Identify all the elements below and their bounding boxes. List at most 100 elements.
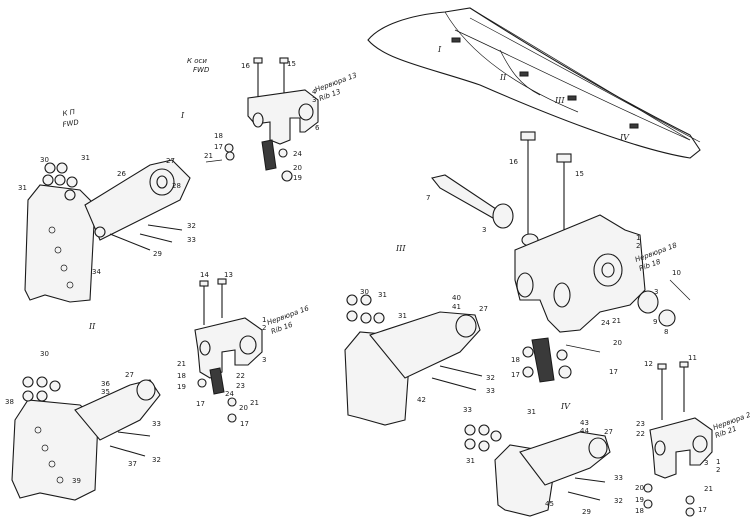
- callout: 26: [117, 170, 126, 178]
- callout: 15: [287, 60, 296, 68]
- callout: 35: [101, 388, 110, 396]
- callout: 44: [580, 427, 589, 435]
- callout: 1: [716, 458, 720, 466]
- callout: 2: [262, 324, 266, 332]
- wing-outline: [367, 7, 701, 159]
- callout: 6: [315, 124, 320, 132]
- callout: 32: [486, 374, 495, 382]
- callout: 42: [417, 396, 426, 404]
- callout: 3: [704, 459, 708, 467]
- callout: 45: [545, 500, 554, 508]
- callout: 31: [527, 408, 536, 416]
- callout: 14: [200, 271, 209, 279]
- callout: 20: [635, 484, 644, 492]
- callout: 33: [463, 406, 472, 414]
- callout: 17: [214, 143, 223, 151]
- rib16-hinge: [194, 278, 263, 423]
- callout: 20: [613, 339, 622, 347]
- callout: 31: [18, 184, 27, 192]
- fwd-caption-ru: К оси: [187, 57, 207, 65]
- callout: 21: [612, 317, 621, 325]
- callout: 7: [426, 194, 430, 202]
- callout: 39: [72, 477, 81, 485]
- callout: 31: [81, 154, 90, 162]
- callout: 17: [511, 371, 520, 379]
- callout: 16: [509, 158, 518, 166]
- callout: 19: [177, 383, 186, 391]
- callout: 16: [241, 62, 250, 70]
- callout: 3: [262, 356, 266, 364]
- callout: 32: [152, 456, 161, 464]
- callout: 40: [452, 294, 461, 302]
- view-i-hinge: [205, 57, 319, 182]
- callout: 43: [580, 419, 589, 427]
- rib21-hinge: [643, 361, 713, 517]
- callout: 30: [40, 156, 49, 164]
- callout: 31: [466, 457, 475, 465]
- callout: 10: [672, 269, 681, 277]
- callout: 27: [125, 371, 134, 379]
- callout: 18: [177, 372, 186, 380]
- callout: 17: [196, 400, 205, 408]
- callout: 32: [614, 497, 623, 505]
- wing-mark-4: IV: [619, 133, 630, 142]
- callout: 30: [40, 350, 49, 358]
- view-iv-bracket: [464, 424, 611, 517]
- callout: 31: [398, 312, 407, 320]
- callout: 27: [604, 428, 613, 436]
- callout: 21: [204, 152, 213, 160]
- wing-mark-2: II: [499, 73, 507, 82]
- callout: 21: [704, 485, 713, 493]
- callout: 28: [172, 182, 181, 190]
- kp-caption-en: FWD: [62, 118, 80, 129]
- callout: 24: [601, 319, 610, 327]
- callout: 3: [654, 288, 658, 296]
- callout: 33: [152, 420, 161, 428]
- view-label-iii: III: [395, 244, 406, 253]
- callout: 22: [636, 430, 645, 438]
- wing-mark-3: III: [554, 96, 565, 105]
- callout: 20: [239, 404, 248, 412]
- callout: 12: [644, 360, 653, 368]
- kp-caption-ru: К П: [62, 108, 76, 118]
- callout: 41: [452, 303, 461, 311]
- callout: 32: [187, 222, 196, 230]
- callout: 17: [698, 506, 707, 514]
- callout: 24: [293, 150, 302, 158]
- callout: 19: [635, 496, 644, 504]
- callout: 3: [312, 96, 316, 104]
- callout: 22: [236, 372, 245, 380]
- callout: 1: [636, 234, 640, 242]
- callout: 29: [582, 508, 591, 516]
- callout: 9: [653, 318, 657, 326]
- lower-left-bracket: [11, 376, 161, 501]
- callout: 2: [636, 242, 640, 250]
- callout: 38: [5, 398, 14, 406]
- callout: 1: [262, 316, 266, 324]
- callout: 2: [716, 466, 720, 474]
- callout: 19: [293, 174, 302, 182]
- callout: 11: [688, 354, 697, 362]
- callout: 13: [224, 271, 233, 279]
- callout: 34: [92, 268, 101, 276]
- callout: 31: [378, 291, 387, 299]
- view-label-ii: II: [88, 322, 96, 331]
- callout: 18: [511, 356, 520, 364]
- callout: 15: [575, 170, 584, 178]
- view-label-i: I: [180, 111, 185, 120]
- view-iii-hinge: [431, 131, 691, 383]
- wing-mark-1: I: [437, 45, 442, 54]
- callout: 18: [635, 507, 644, 515]
- callout: 17: [609, 368, 618, 376]
- view-ii-upper-bracket: [24, 159, 191, 303]
- callout: 3: [482, 226, 486, 234]
- callout: 36: [101, 380, 110, 388]
- callout: 18: [214, 132, 223, 140]
- callout: 21: [177, 360, 186, 368]
- center-bracket: [344, 294, 483, 426]
- callout: 24: [225, 390, 234, 398]
- callout: 20: [293, 164, 302, 172]
- fwd-caption-en: FWD: [193, 66, 210, 74]
